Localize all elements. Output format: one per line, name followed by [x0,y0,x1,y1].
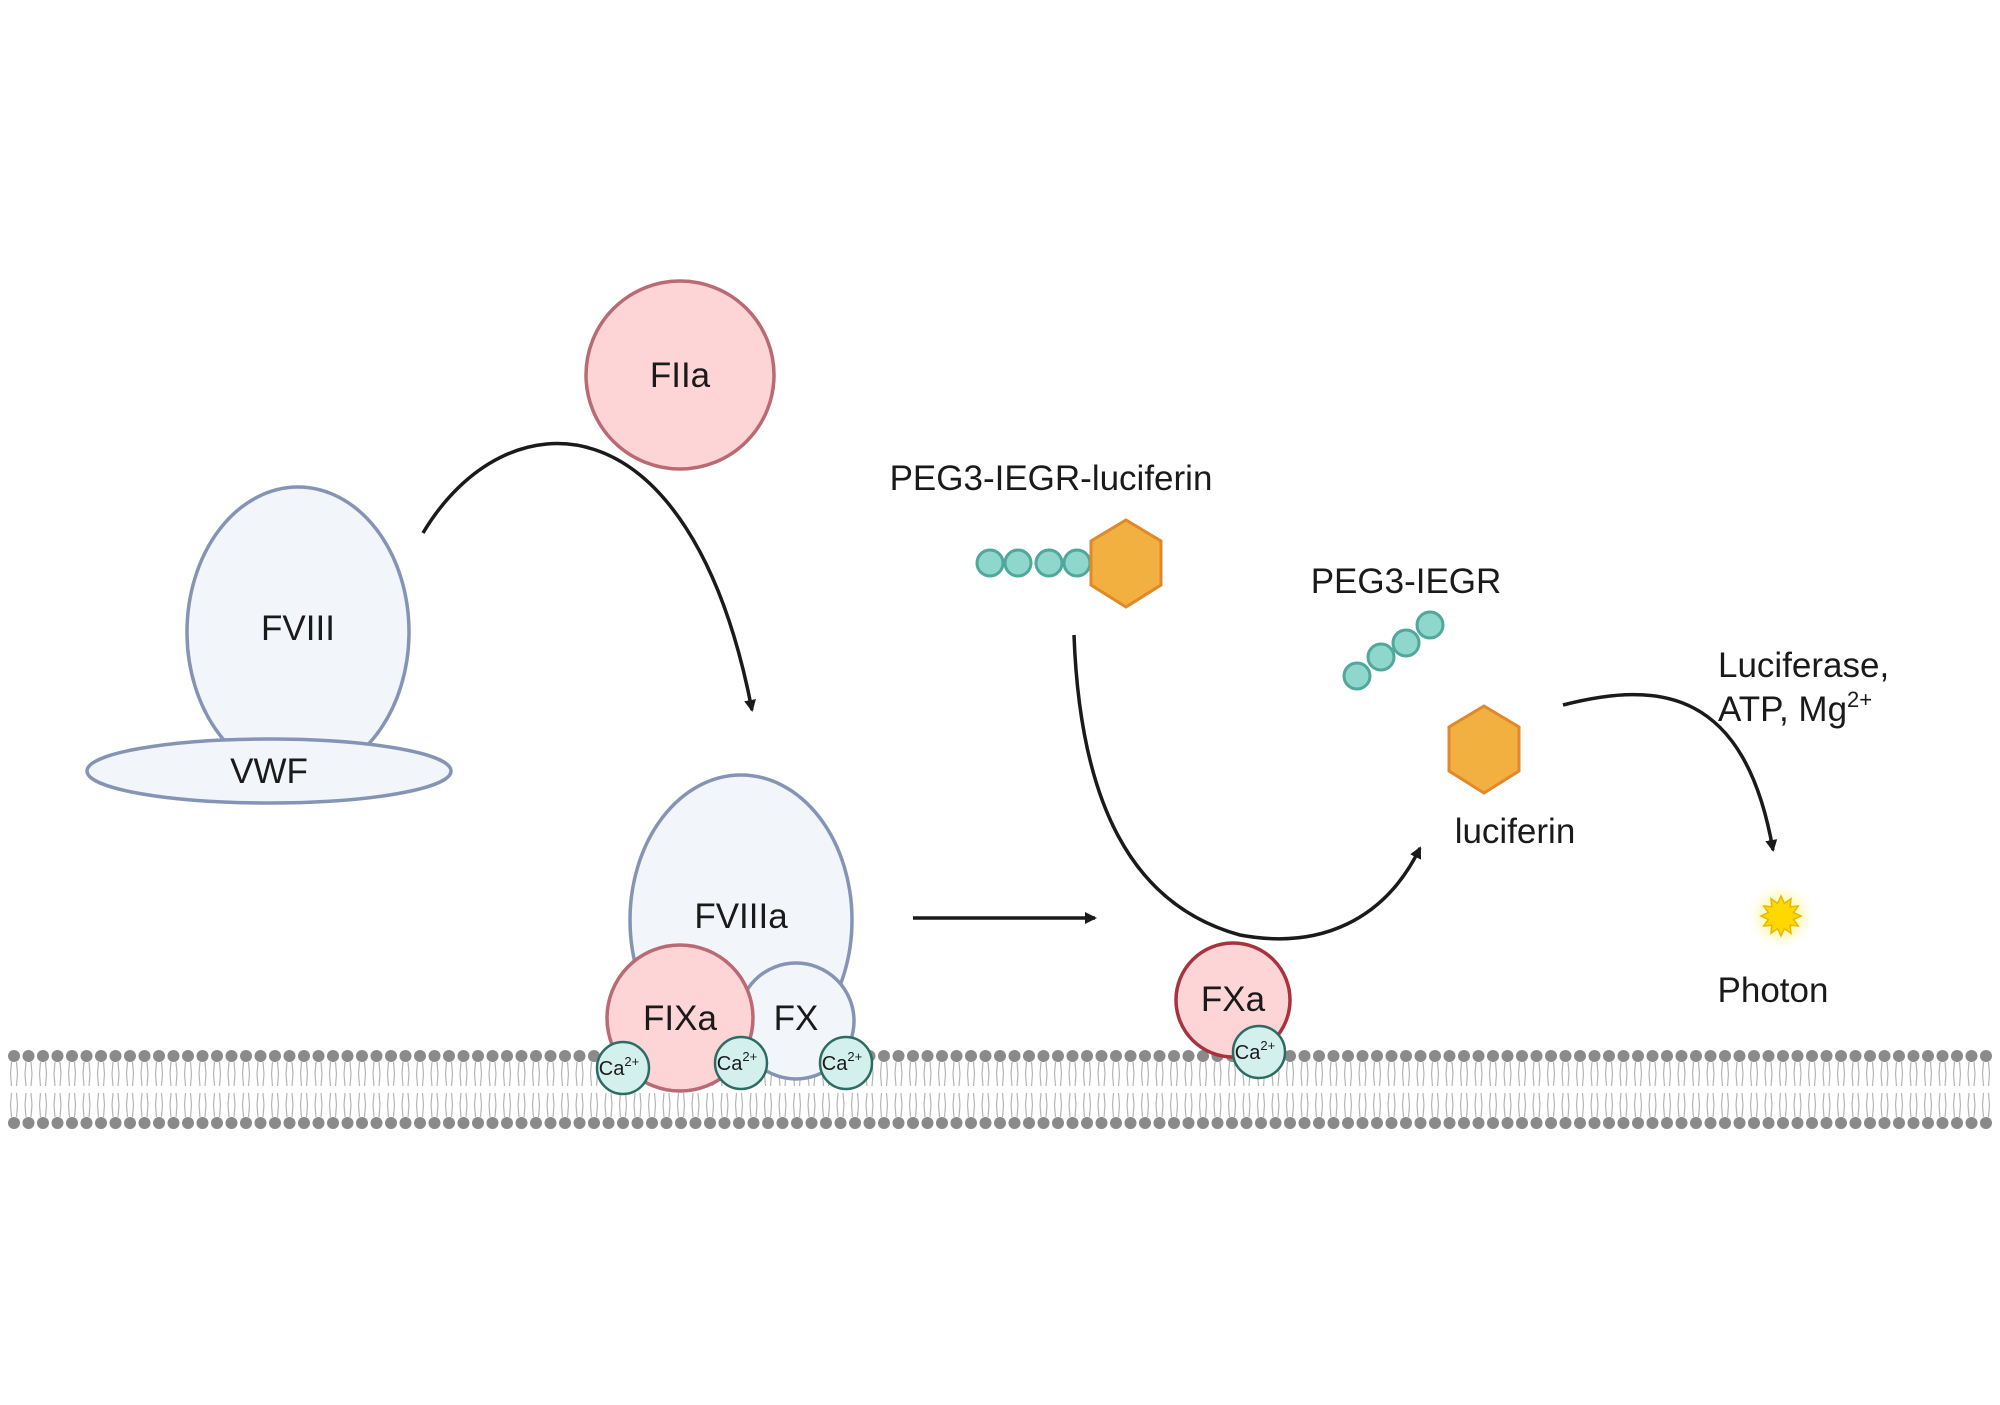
conditions-line1: Luciferase, [1718,646,1889,685]
peg3-iegr-molecule [1342,610,1445,691]
fiia-protein: FIIa [584,279,776,471]
conditions-line2: ATP, Mg2+ [1718,687,1872,729]
svg-text:Ca2+: Ca2+ [822,1049,862,1075]
calcium-ion: Ca2+ [713,1035,769,1091]
fxa-label: FXa [1201,980,1266,1019]
fviii-vwf-complex: FVIII VWF [85,485,453,805]
svg-text:Ca2+: Ca2+ [717,1049,757,1075]
peg3-iegr-luciferin-molecule [975,518,1163,609]
substrate-label: PEG3-IEGR-luciferin [890,459,1213,498]
svg-text:Ca2+: Ca2+ [599,1054,639,1080]
fviiia-label: FVIIIa [694,897,788,936]
peg3-iegr-label: PEG3-IEGR [1311,562,1502,601]
fx-label: FX [774,999,819,1038]
activation-arrow [421,441,756,712]
tenase-complex: FVIIIa FX FIXa [605,773,856,1093]
calcium-ion: Ca2+ [818,1035,874,1091]
photon-icon [1745,880,1817,952]
luciferase-arrow [1562,692,1778,852]
phospholipid-membrane [8,1050,1992,1129]
calcium-ions: Ca2+ Ca2+ Ca2+ Ca2+ [595,1024,1287,1096]
luciferin-label: luciferin [1455,812,1576,851]
fixa-label: FIXa [643,999,717,1038]
calcium-ion: Ca2+ [595,1040,651,1096]
calcium-ion: Ca2+ [1231,1024,1287,1080]
photon-label: Photon [1718,971,1829,1010]
svg-text:Ca2+: Ca2+ [1235,1038,1275,1064]
cleavage-arrow [1072,634,1422,941]
fviii-label: FVIII [261,609,335,648]
fiia-label: FIIa [650,356,711,395]
vwf-label: VWF [230,752,308,791]
luciferin-molecule [1447,704,1521,795]
